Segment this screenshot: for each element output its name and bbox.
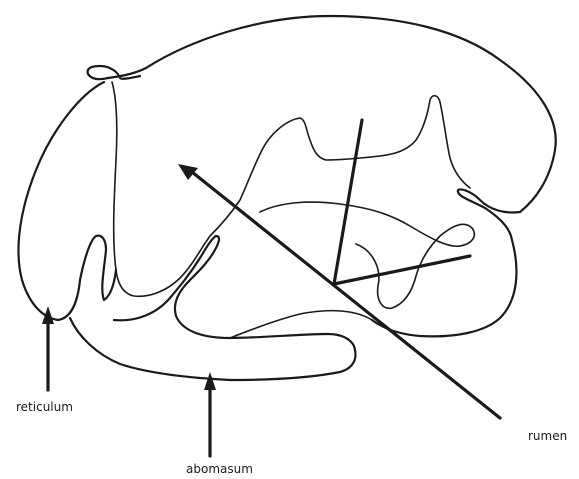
oesophagus-line [112, 82, 117, 270]
label-rumen: rumen [528, 429, 567, 443]
reticulum-outline [18, 82, 116, 320]
abomasum-arrowhead [204, 372, 216, 390]
rumen-vertical-axis [334, 120, 362, 284]
label-abomasum: abomasum [186, 462, 253, 476]
label-reticulum: reticulum [16, 400, 73, 414]
abomasum-outline [70, 236, 355, 380]
rumen-axis-arrowhead [178, 164, 198, 180]
rumen-outline [108, 16, 556, 336]
rumen-horizontal-axis [334, 256, 470, 284]
rumen-ventral-sac [260, 202, 474, 308]
